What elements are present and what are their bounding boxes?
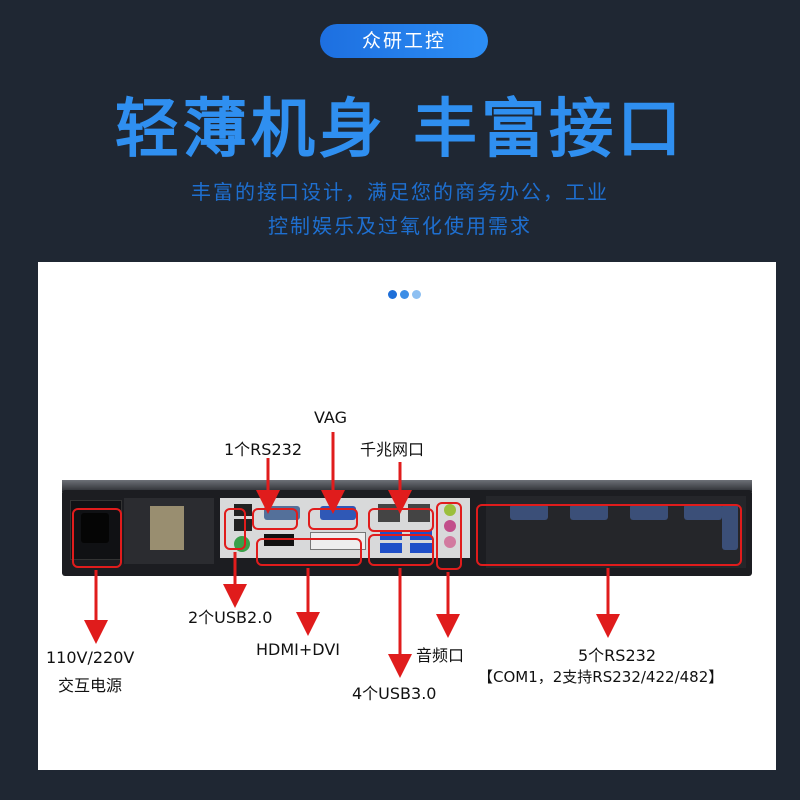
power-voltage-label: 110V/220V xyxy=(46,648,135,667)
usb3-highlight xyxy=(368,534,434,566)
hdmi-dvi-highlight xyxy=(256,538,362,566)
usb2-label: 2个USB2.0 xyxy=(188,608,273,627)
serial-expansion-plate xyxy=(486,496,746,568)
audio-label: 音频口 xyxy=(416,646,465,665)
power-type-label: 交互电源 xyxy=(58,676,123,695)
product-panel: VAG 1个RS232 千兆网口 2个USB2.0 HDMI+DVI 音频口 4… xyxy=(38,262,776,770)
subline-2: 控制娱乐及过氧化使用需求 xyxy=(268,214,532,238)
chassis-lid xyxy=(62,480,752,492)
psu-fan-grille xyxy=(124,498,214,564)
audio-highlight xyxy=(436,502,462,570)
vga-label: VAG xyxy=(314,408,347,427)
brand-badge: 众研工控 xyxy=(320,24,488,58)
serial-highlight xyxy=(476,504,742,566)
rs232-multi-label: 5个RS232 xyxy=(578,646,656,665)
callout-arrows xyxy=(84,432,620,678)
gigabit-lan-label: 千兆网口 xyxy=(360,440,425,459)
power-inlet xyxy=(70,500,122,560)
carousel-dot-3 xyxy=(412,290,421,299)
usb2-highlight xyxy=(224,508,246,550)
hdmi-dvi-label: HDMI+DVI xyxy=(256,640,340,659)
headline: 轻薄机身 丰富接口 xyxy=(114,93,686,167)
rs232-single-label: 1个RS232 xyxy=(224,440,302,459)
carousel-dots xyxy=(388,284,424,303)
carousel-dot-1 xyxy=(388,290,397,299)
rs232-multi-note: 【COM1，2支持RS232/422/482】 xyxy=(478,668,724,686)
carousel-dot-2 xyxy=(400,290,409,299)
power-highlight xyxy=(72,508,122,568)
subline-1: 丰富的接口设计，满足您的商务办公，工业 xyxy=(191,180,609,204)
usb3-label: 4个USB3.0 xyxy=(352,684,437,703)
